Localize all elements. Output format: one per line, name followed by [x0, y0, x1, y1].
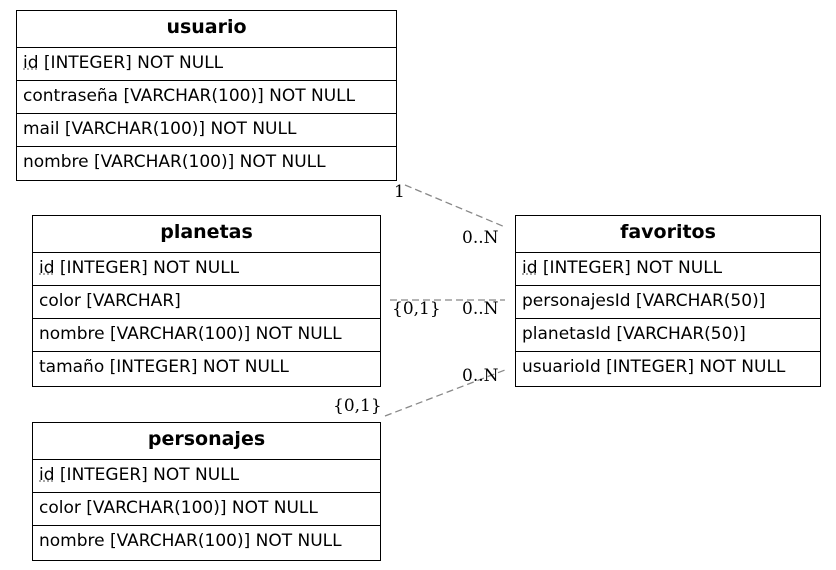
entity-usuario[interactable]: usuario id [INTEGER] NOT NULL contraseña… — [16, 10, 397, 181]
field-text: color [VARCHAR] — [39, 291, 181, 311]
field-text: usuarioId [INTEGER] NOT NULL — [522, 357, 786, 377]
field-text: tamaño [INTEGER] NOT NULL — [39, 357, 289, 377]
field-row: color [VARCHAR] — [33, 286, 380, 319]
entity-title: favoritos — [516, 216, 820, 253]
field-row: id [INTEGER] NOT NULL — [17, 48, 396, 81]
field-text: contraseña [VARCHAR(100)] NOT NULL — [23, 86, 356, 106]
field-text: planetasId [VARCHAR(50)] — [522, 324, 746, 344]
field-row: color [VARCHAR(100)] NOT NULL — [33, 493, 380, 526]
primary-key-label: id — [522, 258, 538, 278]
field-row: nombre [VARCHAR(100)] NOT NULL — [33, 319, 380, 352]
field-row: planetasId [VARCHAR(50)] — [516, 319, 820, 352]
field-row: id [INTEGER] NOT NULL — [33, 460, 380, 493]
field-row: personajesId [VARCHAR(50)] — [516, 286, 820, 319]
entity-planetas[interactable]: planetas id [INTEGER] NOT NULL color [VA… — [32, 215, 381, 387]
cardinality-favoritos-planetas-side: 0..N — [462, 299, 499, 319]
cardinality-personajes-side: {0,1} — [333, 396, 382, 416]
field-text: color [VARCHAR(100)] NOT NULL — [39, 498, 318, 518]
primary-key-label: id — [39, 465, 55, 485]
relation-line-usuario-favoritos — [404, 184, 506, 228]
cardinality-usuario-side: 1 — [394, 182, 405, 202]
field-row: contraseña [VARCHAR(100)] NOT NULL — [17, 81, 396, 114]
field-text: nombre [VARCHAR(100)] NOT NULL — [39, 324, 342, 344]
field-row: tamaño [INTEGER] NOT NULL — [33, 352, 380, 385]
field-text: [INTEGER] NOT NULL — [537, 258, 723, 278]
cardinality-favoritos-usuario-side: 0..N — [462, 228, 499, 248]
field-row: id [INTEGER] NOT NULL — [33, 253, 380, 286]
field-row: id [INTEGER] NOT NULL — [516, 253, 820, 286]
field-text: nombre [VARCHAR(100)] NOT NULL — [39, 531, 342, 551]
entity-favoritos[interactable]: favoritos id [INTEGER] NOT NULL personaj… — [515, 215, 821, 387]
entity-personajes[interactable]: personajes id [INTEGER] NOT NULL color [… — [32, 422, 381, 561]
cardinality-planetas-side: {0,1} — [392, 299, 441, 319]
field-text: [INTEGER] NOT NULL — [38, 53, 224, 73]
cardinality-favoritos-personajes-side: 0..N — [462, 366, 499, 386]
field-row: usuarioId [INTEGER] NOT NULL — [516, 352, 820, 385]
entity-title: planetas — [33, 216, 380, 253]
field-text: nombre [VARCHAR(100)] NOT NULL — [23, 152, 326, 172]
entity-title: usuario — [17, 11, 396, 48]
field-text: [INTEGER] NOT NULL — [54, 258, 240, 278]
field-text: [INTEGER] NOT NULL — [54, 465, 240, 485]
primary-key-label: id — [23, 53, 39, 73]
primary-key-label: id — [39, 258, 55, 278]
field-text: personajesId [VARCHAR(50)] — [522, 291, 766, 311]
field-row: mail [VARCHAR(100)] NOT NULL — [17, 114, 396, 147]
field-row: nombre [VARCHAR(100)] NOT NULL — [17, 147, 396, 180]
field-text: mail [VARCHAR(100)] NOT NULL — [23, 119, 297, 139]
entity-title: personajes — [33, 423, 380, 460]
field-row: nombre [VARCHAR(100)] NOT NULL — [33, 526, 380, 559]
